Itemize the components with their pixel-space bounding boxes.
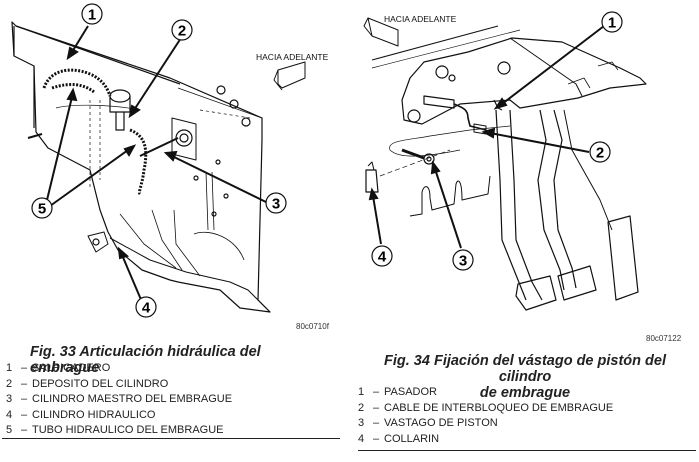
callout-1-label: 1 — [88, 7, 96, 24]
figure-34-illustration: 1 2 3 4 HACIA ADELANTE — [363, 11, 647, 311]
figure-33: 1 2 3 4 5 HACIA ADELANTE 80c0710f Fig. 3… — [2, 3, 340, 439]
callout-2-label: 2 — [596, 145, 604, 162]
image-code: 80c0710f — [296, 322, 329, 331]
callout-2-label: 2 — [178, 23, 186, 40]
legend-item: 3–VASTAGO DE PISTON — [358, 417, 498, 429]
callout-5: 5 — [31, 197, 53, 219]
figure-33-illustration: 1 2 3 4 5 HACIA ADELANTE — [11, 3, 329, 318]
callout-1-label: 1 — [608, 15, 616, 32]
direction-label: HACIA ADELANTE — [384, 14, 457, 24]
callout-4: 4 — [371, 245, 393, 267]
figure-34: 1 2 3 4 HACIA ADELANTE 80c07122 Fig. 34 … — [350, 0, 699, 462]
forward-direction-arrow — [277, 61, 306, 89]
callout-3-label: 3 — [459, 253, 467, 270]
callout-2: 2 — [171, 19, 193, 41]
retainer-clip — [365, 169, 379, 193]
callout-1: 1 — [81, 3, 103, 25]
callout-3: 3 — [265, 192, 287, 214]
legend-item: 3–CILINDRO MAESTRO DEL EMBRAGUE — [6, 393, 233, 405]
callout-4-label: 4 — [142, 300, 151, 317]
divider — [2, 438, 340, 439]
direction-label: HACIA ADELANTE — [256, 52, 329, 62]
callout-3: 3 — [452, 249, 474, 271]
legend-item: 2–DEPOSITO DEL CILINDRO — [6, 377, 169, 390]
callout-3-label: 3 — [272, 196, 280, 213]
legend-list: 1–PASADOR 2–CABLE DE INTERBLOQUEO DE EMB… — [358, 385, 613, 447]
figure-title: Fig. 34 Fijación del vástago de pistón d… — [360, 353, 690, 401]
dash-panel-outline — [11, 21, 271, 313]
divider — [358, 450, 696, 451]
legend-item: 4–COLLARIN — [358, 432, 440, 445]
figure-title: Fig. 33 Articulación hidráulica del embr… — [30, 344, 261, 376]
legend-item: 2–CABLE DE INTERBLOQUEO DE EMBRAGUE — [358, 401, 614, 414]
legend-item: 4–CILINDRO HIDRAULICO — [6, 408, 156, 421]
brake-pedal-pad — [557, 265, 597, 301]
callout-4-label: 4 — [378, 249, 387, 266]
figure-title-line-2: de embrague — [479, 385, 571, 401]
callout-2: 2 — [589, 141, 611, 163]
callout-4: 4 — [135, 296, 157, 318]
legend-item: 5–TUBO HIDRAULICO DEL EMBRAGUE — [6, 424, 224, 436]
legend-list: 1–SALPICADERO 2–DEPOSITO DEL CILINDRO 3–… — [6, 361, 232, 439]
image-code: 80c07122 — [646, 334, 682, 343]
forward-direction-arrow — [367, 17, 399, 47]
callout-1: 1 — [601, 11, 623, 33]
legend-item: 1–SALPICADERO — [6, 362, 111, 374]
pedal-bracket-outline — [401, 37, 647, 125]
figure-title-line-1: Fig. 34 Fijación del vástago de pistón d… — [384, 353, 666, 385]
legend-item: 1–PASADOR — [358, 386, 437, 398]
accelerator-pedal — [607, 215, 639, 301]
clutch-pedal-pad — [515, 275, 557, 311]
callout-5-label: 5 — [38, 201, 46, 218]
